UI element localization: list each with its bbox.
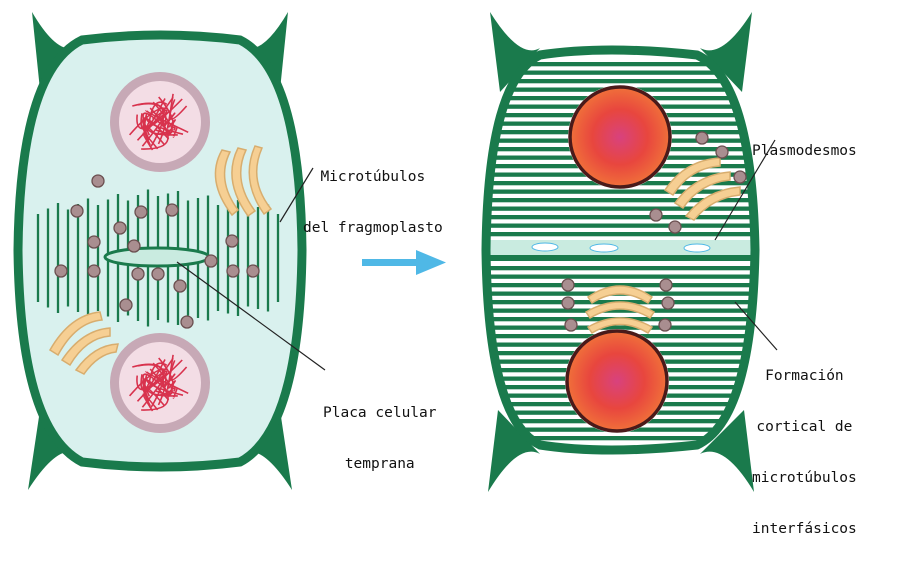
vesicle <box>166 204 178 216</box>
vesicle <box>174 280 186 292</box>
new-cell-plate <box>488 240 754 257</box>
vesicle <box>662 297 674 309</box>
left-nucleus-top <box>110 72 210 172</box>
vesicle <box>659 319 671 331</box>
vesicle <box>132 268 144 280</box>
vesicle <box>114 222 126 234</box>
vesicle <box>650 209 662 221</box>
right-nucleus-bottom <box>565 329 669 433</box>
label-line: Placa celular <box>323 405 437 422</box>
right-cell <box>486 12 756 492</box>
vesicle <box>562 297 574 309</box>
plasmodesma <box>532 243 558 251</box>
cortical-microtubule <box>486 275 756 279</box>
label-line: microtúbulos <box>752 470 857 487</box>
new-cell-wall <box>486 255 756 261</box>
label-line: Microtúbulos <box>303 169 443 186</box>
vesicle <box>716 146 728 158</box>
left-cell <box>18 12 302 490</box>
label-placa-celular: Placa celular temprana <box>323 371 437 507</box>
label-line: temprana <box>323 456 437 473</box>
cortical-microtubule <box>486 207 756 211</box>
plasmodesma <box>684 244 710 252</box>
label-line: cortical de <box>752 419 857 436</box>
vesicle <box>669 221 681 233</box>
vesicle <box>152 268 164 280</box>
vesicle <box>120 299 132 311</box>
early-cell-plate <box>105 248 209 266</box>
label-line: interfásicos <box>752 521 857 538</box>
cortical-microtubule <box>486 266 756 270</box>
vesicle <box>734 171 746 183</box>
vesicle <box>55 265 67 277</box>
vesicle <box>696 132 708 144</box>
cortical-microtubule <box>486 215 756 219</box>
diagram-stage: Microtúbulos del fragmoplasto Placa celu… <box>0 0 923 502</box>
vesicle <box>181 316 193 328</box>
label-plasmodesmos: Plasmodesmos <box>752 109 857 194</box>
cortical-microtubule <box>486 79 756 83</box>
label-line: del fragmoplasto <box>303 220 443 237</box>
plasmodesma <box>590 244 618 252</box>
label-microtubulos-fragmoplasto: Microtúbulos del fragmoplasto <box>303 135 443 271</box>
vesicle <box>226 235 238 247</box>
label-formacion-cortical: Formación cortical de microtúbulos inter… <box>752 334 857 572</box>
vesicle <box>92 175 104 187</box>
vesicle <box>135 206 147 218</box>
vesicle <box>88 265 100 277</box>
label-line: Formación <box>752 368 857 385</box>
vesicle <box>128 240 140 252</box>
vesicle <box>660 279 672 291</box>
vesicle <box>227 265 239 277</box>
vesicle <box>247 265 259 277</box>
label-line: Plasmodesmos <box>752 143 857 160</box>
left-nucleus-bottom <box>110 333 210 433</box>
vesicle <box>71 205 83 217</box>
vesicle <box>565 319 577 331</box>
right-nucleus-top <box>568 85 672 189</box>
cortical-microtubule <box>486 224 756 228</box>
vesicle <box>205 255 217 267</box>
vesicle <box>88 236 100 248</box>
cortical-microtubule <box>486 232 756 236</box>
vesicle <box>562 279 574 291</box>
